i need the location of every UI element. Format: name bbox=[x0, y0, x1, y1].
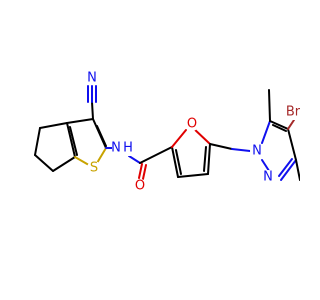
furan-ring bbox=[171, 126, 211, 178]
atom-br: Br bbox=[286, 105, 300, 120]
atom-o-carbonyl: O bbox=[135, 179, 145, 194]
atom-n-amide: N bbox=[111, 141, 121, 156]
pyrazole-substituents bbox=[268, 89, 300, 181]
methylene-linker bbox=[209, 143, 251, 152]
pyrazole-n2-label: N bbox=[261, 170, 275, 185]
carbonyl-oxygen-label: O bbox=[133, 179, 147, 194]
cyclopentane-ring bbox=[34, 122, 76, 172]
nitrile-group bbox=[87, 85, 97, 120]
amide-nh-label: N H bbox=[111, 141, 136, 156]
atom-n2-pyrazole: N bbox=[263, 170, 273, 185]
furan-oxygen-label: O bbox=[185, 117, 199, 132]
atom-labels: N N H S O O N N Br bbox=[85, 71, 300, 194]
nitrile-nitrogen-label: N bbox=[85, 71, 99, 86]
pyrazole-n1-label: N bbox=[250, 144, 264, 159]
molecule-structure: N N H S O O N N Br bbox=[34, 71, 300, 194]
atom-s-thiophene: S bbox=[90, 161, 98, 176]
atom-o-furan: O bbox=[187, 117, 197, 132]
atom-n1-pyrazole: N bbox=[252, 144, 262, 159]
thiophene-ring bbox=[66, 118, 107, 169]
thiophene-sulfur-label: S bbox=[87, 161, 101, 176]
bromine-label: Br bbox=[285, 105, 300, 120]
atom-h-amide: H bbox=[123, 141, 133, 156]
atom-n-nitrile: N bbox=[87, 71, 97, 86]
